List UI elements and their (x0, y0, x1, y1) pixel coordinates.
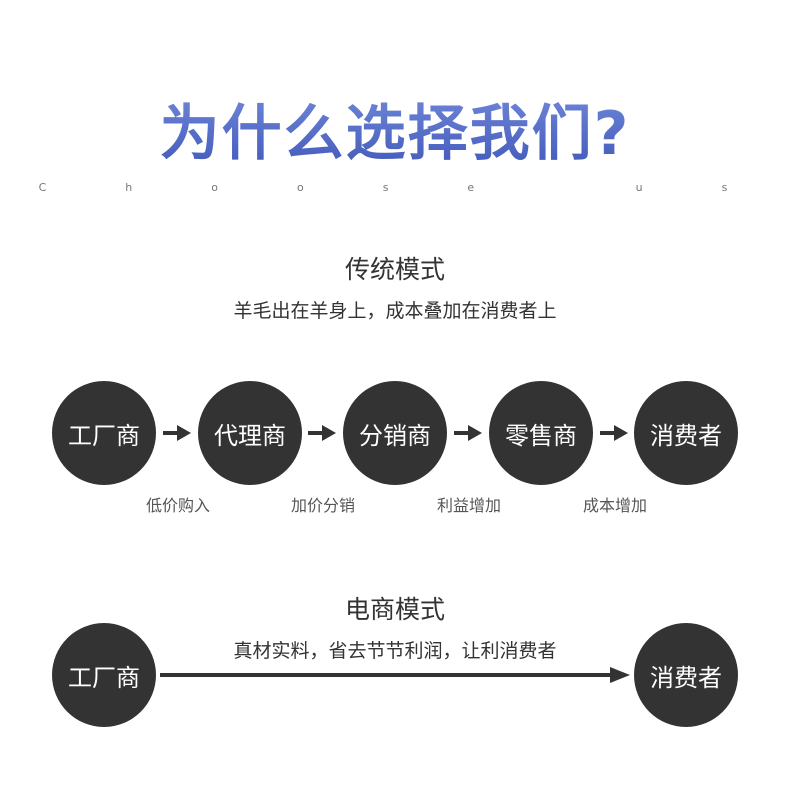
page-title: 为什么选择我们? (0, 92, 790, 176)
node-label: 代理商 (214, 421, 286, 450)
ecommerce-model-title: 电商模式 (344, 595, 445, 624)
node-label: 零售商 (505, 421, 577, 450)
traditional-model-description: 羊毛出在羊身上，成本叠加在消费者上 (233, 300, 557, 322)
node-consumer: 消费者 (634, 381, 738, 485)
node-consumer: 消费者 (634, 623, 738, 727)
node-factory: 工厂商 (52, 623, 156, 727)
node-label: 分销商 (359, 421, 431, 450)
step-label: 成本增加 (582, 496, 647, 515)
arrow-right-icon (454, 425, 482, 441)
node-label: 消费者 (650, 663, 722, 692)
node-factory: 工厂商 (52, 381, 156, 485)
arrow-right-icon (600, 425, 628, 441)
node-agent: 代理商 (198, 381, 302, 485)
step-label: 低价购入 (145, 496, 210, 515)
arrow-right-icon (163, 425, 191, 441)
node-retailer: 零售商 (489, 381, 593, 485)
node-label: 消费者 (650, 421, 722, 450)
traditional-model-title: 传统模式 (344, 255, 445, 284)
long-arrow-right-icon (160, 667, 630, 683)
node-distributor: 分销商 (343, 381, 447, 485)
ecommerce-model-description: 真材实料，省去节节利润，让利消费者 (233, 640, 557, 662)
arrow-right-icon (308, 425, 336, 441)
step-label: 加价分销 (290, 496, 355, 515)
node-label: 工厂商 (68, 421, 140, 450)
page-subtitle-english: C h o o s e u s (38, 181, 752, 194)
step-label: 利益增加 (436, 496, 501, 515)
node-label: 工厂商 (68, 663, 140, 692)
